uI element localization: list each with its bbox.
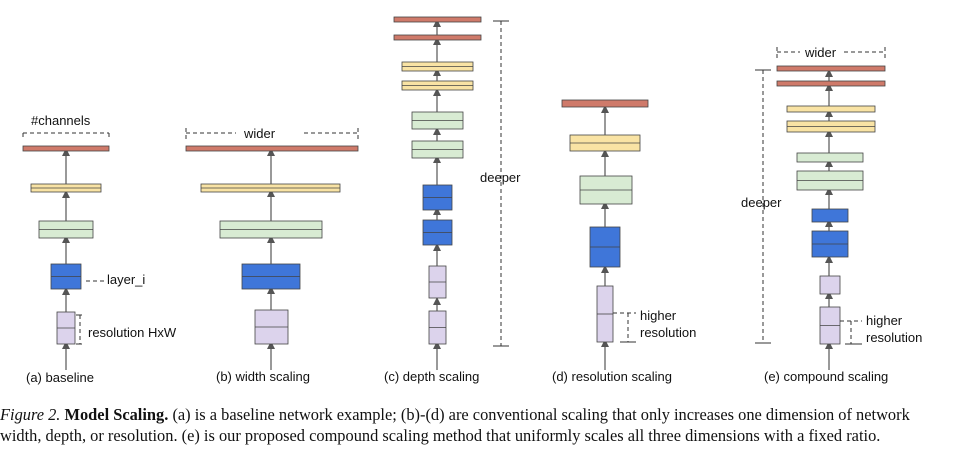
model-scaling-figure: (a) baseline (b) width scaling (c) depth… <box>22 16 922 385</box>
upper-block-2 <box>786 105 876 113</box>
caption-figure-number: Figure 2. <box>0 405 61 424</box>
output-block <box>561 99 649 108</box>
panel-resolution-scaling <box>561 99 649 370</box>
caption-text-2: width, depth, or resolution. (e) is our … <box>0 426 881 445</box>
output-block <box>22 145 110 152</box>
mid-block-2 <box>796 152 864 163</box>
panel-label-d: (d) resolution scaling <box>552 369 672 384</box>
annotation-wider-b: wider <box>243 126 276 141</box>
panel-depth-scaling <box>393 16 509 370</box>
input-block-2 <box>819 275 841 295</box>
panel-baseline <box>22 132 110 370</box>
annotation-resolution-hxw: resolution HxW <box>88 325 177 340</box>
caption-text-1: (a) is a baseline network example; (b)-(… <box>172 405 910 424</box>
panel-compound-scaling <box>755 47 886 370</box>
panel-width-scaling <box>185 128 359 370</box>
annotation-higher-e: higher <box>866 313 903 328</box>
annotation-channels: #channels <box>31 113 91 128</box>
conv-block-2 <box>811 208 849 223</box>
output-block-1 <box>776 80 886 87</box>
figure-caption: Figure 2. Model Scaling. (a) is a baseli… <box>0 404 976 446</box>
annotation-deeper-c: deeper <box>480 170 521 185</box>
annotation-layer: layer_i <box>107 272 145 287</box>
caption-line-1: Figure 2. Model Scaling. (a) is a baseli… <box>0 404 976 425</box>
output-block-2 <box>776 65 886 72</box>
panel-label-a: (a) baseline <box>26 370 94 385</box>
caption-title: Model Scaling. <box>64 405 169 424</box>
panel-label-e: (e) compound scaling <box>764 369 888 384</box>
output-block-1 <box>393 34 482 41</box>
annotation-resolution-e: resolution <box>866 330 922 345</box>
output-block <box>185 145 359 152</box>
panel-label-b: (b) width scaling <box>216 369 310 384</box>
output-block-2 <box>393 16 482 23</box>
panel-label-c: (c) depth scaling <box>384 369 479 384</box>
annotation-higher-d: higher <box>640 308 677 323</box>
annotation-wider-e: wider <box>804 45 837 60</box>
caption-line-2: width, depth, or resolution. (e) is our … <box>0 425 976 446</box>
annotation-deeper-e: deeper <box>741 195 782 210</box>
annotation-resolution-d: resolution <box>640 325 696 340</box>
